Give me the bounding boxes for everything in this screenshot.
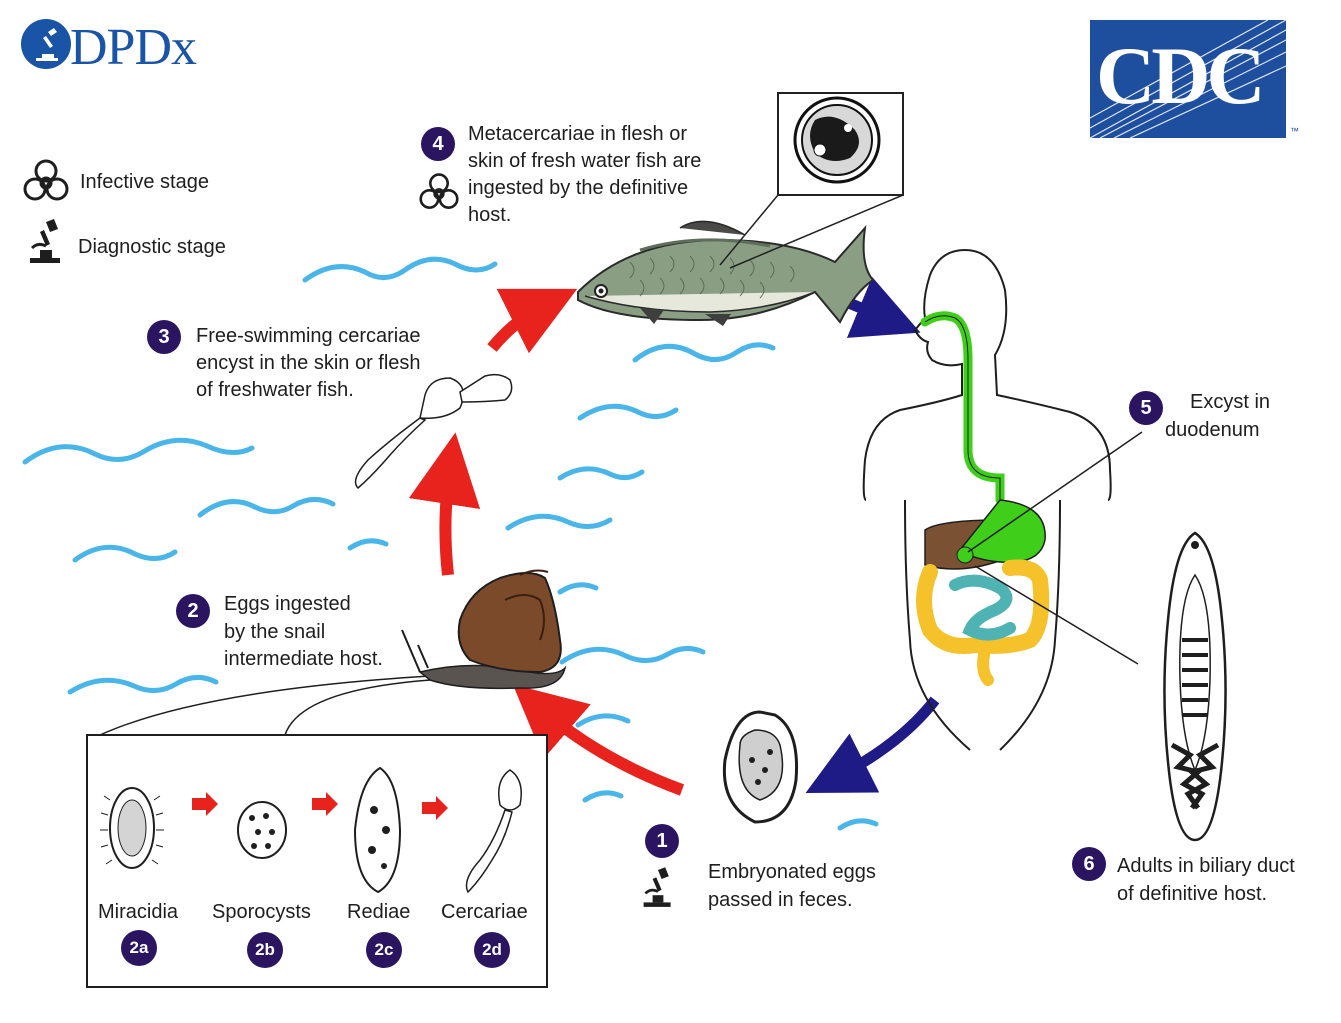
microscope-icon [30, 219, 60, 263]
legend-infective-label: Infective stage [80, 171, 209, 193]
stage-3-line1: Free-swimming cercariae [196, 325, 421, 347]
biohazard-icon [23, 159, 69, 201]
stage-1-badge: 1 [645, 824, 679, 858]
substage-2b-badge: 2b [247, 932, 283, 968]
digestive-tract [916, 311, 1050, 686]
substage-2c-badge: 2c [366, 932, 402, 968]
stage-5-line1: Excyst in [1190, 391, 1271, 413]
legend-diagnostic-label: Diagnostic stage [78, 236, 226, 258]
stage-2-badge: 2 [176, 594, 210, 628]
stage-3-line3: of freshwater fish. [196, 379, 354, 401]
stage-6-line1: Adults in biliary duct [1117, 855, 1295, 877]
dpdx-logo [20, 18, 72, 75]
egg-icon [722, 710, 799, 824]
blue-arrows [805, 276, 940, 793]
dpdx-microscope-icon [21, 19, 71, 69]
substage-2c-label: Rediae [347, 901, 411, 923]
stage-3-badge: 3 [147, 320, 181, 354]
stage-6-line2: of definitive host. [1117, 883, 1268, 905]
human-body-icon [862, 249, 1112, 751]
stage-5-badge: 5 [1129, 391, 1163, 425]
substage-2a-badge: 2a [121, 930, 157, 966]
fish-icon [577, 220, 875, 326]
stage-4-badge: 4 [421, 127, 455, 161]
stage-4-line2: skin of fresh water fish are [468, 150, 702, 172]
stage-4-line1: Metacercariae in flesh or [468, 123, 687, 145]
water-waves [22, 256, 879, 831]
stage-2-line2: by the snail [224, 621, 326, 643]
sporocyst-icon [237, 801, 287, 859]
stage-2-line1: Eggs ingested [224, 593, 351, 615]
stage-3-line2: encyst in the skin or flesh [196, 352, 421, 374]
cercaria-small-icon [465, 769, 522, 894]
callout-lines [99, 431, 1143, 736]
stage-5-line2: duodenum [1165, 419, 1260, 441]
substage-2b-label: Sporocysts [212, 901, 311, 923]
cdc-trademark: ™ [1290, 126, 1299, 136]
miracidium-icon [100, 787, 164, 869]
stage-1-line2: passed in feces. [708, 889, 853, 911]
microscope-icon [643, 867, 671, 907]
redia-icon [353, 766, 402, 894]
cercaria-icon [354, 373, 513, 490]
red-arrows [408, 288, 685, 796]
cdc-wordmark: CDC [1096, 30, 1266, 121]
adult-fluke-icon [1163, 531, 1227, 842]
substage-2a-label: Miracidia [98, 901, 179, 923]
snail-icon [401, 569, 567, 690]
metacercaria-inset [719, 92, 904, 269]
cdc-logo: CDC ™ [1090, 20, 1299, 138]
substage-box [86, 734, 548, 988]
stage-2-line3: intermediate host. [224, 648, 383, 670]
substage-2d-badge: 2d [474, 932, 510, 968]
dpdx-wordmark: DPDx [70, 19, 197, 76]
biohazard-icon [419, 173, 459, 209]
stage-6-badge: 6 [1072, 847, 1106, 881]
stage-4-line4: host. [468, 204, 512, 226]
stage-1-line1: Embryonated eggs [708, 861, 876, 883]
substage-2d-label: Cercariae [441, 901, 528, 923]
stage-4-line3: ingested by the definitive [468, 177, 689, 199]
substage-arrows [192, 792, 448, 820]
